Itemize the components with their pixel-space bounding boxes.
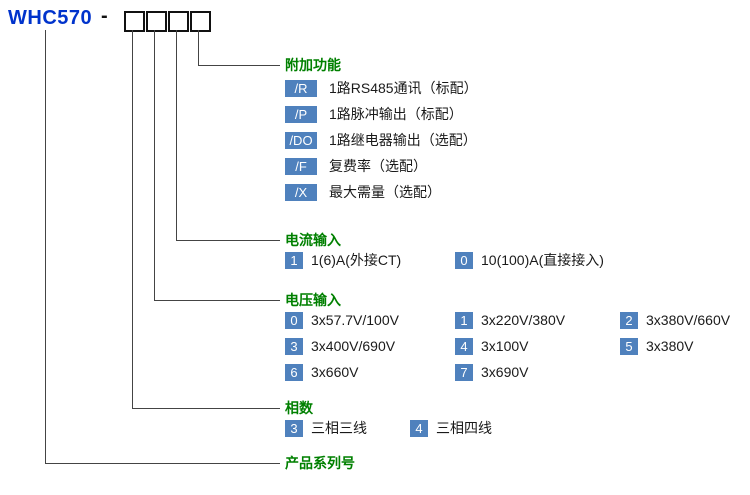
product-series-heading: 产品系列号 [285, 455, 355, 471]
connector-current-vertical [176, 30, 177, 240]
option-code-badge: 6 [285, 363, 303, 381]
option-code-badge: 3 [285, 337, 303, 355]
option-desc: 3x57.7V/100V [311, 312, 399, 328]
option-desc: 三相三线 [311, 420, 367, 436]
connector-current-horizontal [176, 240, 280, 241]
dash-separator: - [101, 5, 108, 27]
option-code-badge: 2 [620, 311, 638, 329]
option-code-badge: /DO [285, 131, 317, 149]
option-code-badge: /P [285, 105, 317, 123]
option-row-rs485: /R 1路RS485通讯（标配） [285, 79, 478, 97]
option-row-voltage-5: 5 3x380V [620, 337, 693, 355]
option-code-badge: 7 [455, 363, 473, 381]
current-input-heading: 电流输入 [285, 232, 341, 248]
option-row-voltage-0: 0 3x57.7V/100V [285, 311, 399, 329]
series-code: WHC570 [8, 7, 93, 29]
option-desc: 3x220V/380V [481, 312, 566, 328]
option-row-voltage-7: 7 3x690V [455, 363, 528, 381]
option-code-badge: 1 [285, 251, 303, 269]
digit-box-voltage [146, 11, 167, 32]
option-desc: 3x380V [646, 338, 694, 354]
option-desc: 3x660V [311, 364, 359, 380]
option-desc: 3x400V/690V [311, 338, 396, 354]
option-desc: 1路脉冲输出（标配） [329, 106, 463, 122]
digit-box-current [168, 11, 189, 32]
option-code-badge: 4 [410, 419, 428, 437]
option-desc: 3x100V [481, 338, 529, 354]
option-desc: 复费率（选配） [329, 158, 427, 174]
option-code-badge: /F [285, 157, 317, 175]
option-code-badge: 0 [455, 251, 473, 269]
option-desc: 10(100)A(直接接入) [481, 252, 604, 268]
option-desc: 最大需量（选配） [329, 184, 441, 200]
connector-phase-horizontal [132, 408, 280, 409]
option-row-phase-4wire: 4 三相四线 [410, 419, 492, 437]
option-row-voltage-2: 2 3x380V/660V [620, 311, 730, 329]
option-desc: 3x380V/660V [646, 312, 731, 328]
option-code-badge: /X [285, 183, 317, 201]
option-row-voltage-1: 1 3x220V/380V [455, 311, 565, 329]
voltage-input-heading: 电压输入 [285, 292, 341, 308]
digit-box-functions [190, 11, 211, 32]
additional-functions-heading: 附加功能 [285, 57, 341, 73]
option-code-badge: 4 [455, 337, 473, 355]
connector-series-horizontal [45, 463, 280, 464]
option-code-badge: 0 [285, 311, 303, 329]
option-row-tariff: /F 复费率（选配） [285, 157, 427, 175]
option-row-phase-3wire: 3 三相三线 [285, 419, 367, 437]
option-code-badge: /R [285, 79, 317, 97]
connector-voltage-horizontal [154, 300, 280, 301]
option-row-voltage-4: 4 3x100V [455, 337, 528, 355]
connector-phase-vertical [132, 30, 133, 408]
option-row-current-ct: 1 1(6)A(外接CT) [285, 251, 401, 269]
connector-functions-horizontal [198, 65, 280, 66]
option-code-badge: 3 [285, 419, 303, 437]
option-row-voltage-3: 3 3x400V/690V [285, 337, 395, 355]
option-desc: 三相四线 [436, 420, 492, 436]
digit-box-phase [124, 11, 145, 32]
option-row-current-direct: 0 10(100)A(直接接入) [455, 251, 604, 269]
option-desc: 3x690V [481, 364, 529, 380]
option-row-demand: /X 最大需量（选配） [285, 183, 441, 201]
option-row-relay: /DO 1路继电器输出（选配） [285, 131, 477, 149]
option-desc: 1路继电器输出（选配） [329, 132, 477, 148]
option-code-badge: 1 [455, 311, 473, 329]
option-desc: 1(6)A(外接CT) [311, 252, 402, 268]
connector-voltage-vertical [154, 30, 155, 300]
phase-heading: 相数 [285, 400, 313, 416]
option-row-voltage-6: 6 3x660V [285, 363, 358, 381]
connector-series-vertical [45, 30, 46, 463]
option-code-badge: 5 [620, 337, 638, 355]
connector-functions-vertical [198, 30, 199, 65]
option-desc: 1路RS485通讯（标配） [329, 80, 478, 96]
option-row-pulse: /P 1路脉冲输出（标配） [285, 105, 463, 123]
